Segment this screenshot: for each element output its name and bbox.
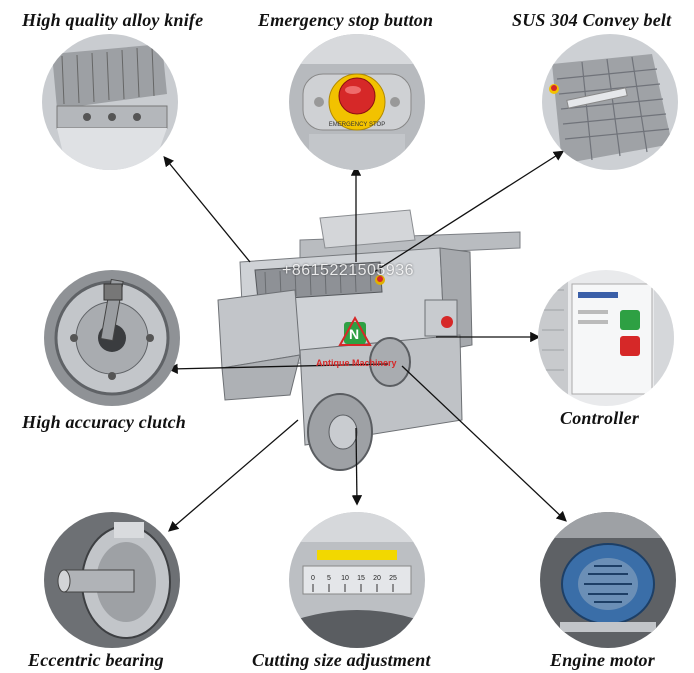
- label-belt: SUS 304 Convey belt: [512, 10, 672, 30]
- label-bearing: Eccentric bearing: [28, 650, 164, 670]
- photo-knife: [42, 34, 178, 170]
- scale-tick-label: 5: [327, 575, 331, 582]
- scale-tick-label: 15: [357, 575, 365, 582]
- photo-belt: [542, 34, 678, 170]
- label-controller: Controller: [560, 408, 640, 428]
- scale-tick-label: 0: [311, 575, 315, 582]
- photo-clutch: [44, 270, 180, 406]
- estop-ring-text: EMERGENCY STOP: [329, 122, 385, 128]
- label-knife: High quality alloy knife: [22, 10, 204, 30]
- scale-tick-label: 20: [373, 575, 381, 582]
- photo-bearing: [44, 512, 180, 648]
- label-clutch: High accuracy clutch: [22, 412, 186, 432]
- watermark-phone: +8615221505936: [282, 262, 415, 279]
- scale-tick-label: 25: [389, 575, 397, 582]
- label-estop: Emergency stop button: [258, 10, 434, 30]
- photo-motor: [540, 512, 676, 648]
- brand-text: Antique Machinery: [316, 358, 397, 368]
- photo-cutting-scale: 0 5 10 15 20 25: [289, 512, 425, 648]
- photo-controller: [538, 270, 674, 406]
- scale-tick-label: 10: [341, 575, 349, 582]
- label-cutting: Cutting size adjustment: [252, 650, 431, 670]
- logo-letter: N: [349, 326, 359, 342]
- photo-estop: EMERGENCY STOP: [289, 34, 425, 170]
- label-motor: Engine motor: [550, 650, 655, 670]
- machine-illustration: [217, 209, 521, 471]
